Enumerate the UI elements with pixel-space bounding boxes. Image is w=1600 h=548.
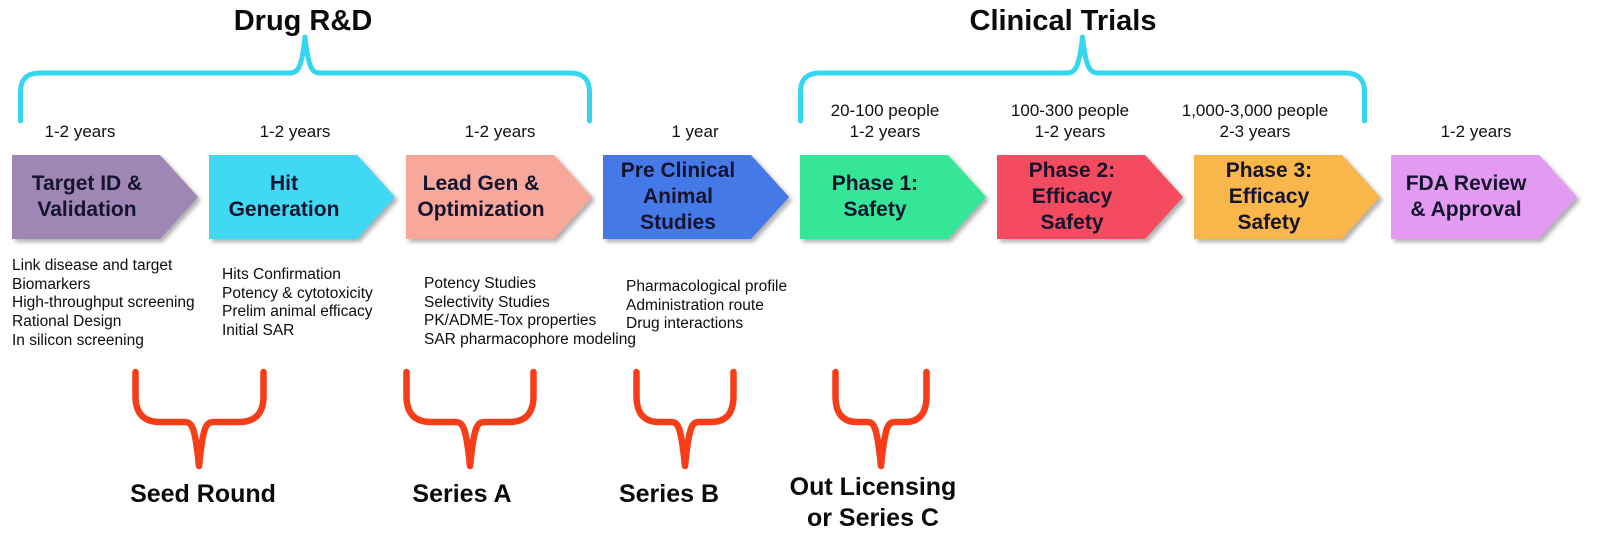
stage-meta-preclinical: 1 year (585, 96, 805, 142)
stage-meta-phase1: 20-100 people 1-2 years (775, 96, 995, 142)
stage-arrow-fda-review-approval: FDA Review & Approval (1391, 155, 1577, 239)
stage-duration: 1-2 years (464, 122, 536, 141)
stage-meta-hit-generation: 1-2 years (185, 96, 405, 142)
funding-label-seed-round: Seed Round (130, 480, 276, 508)
activities-hit-generation: Hits Confirmation Potency & cytotoxicity… (222, 266, 373, 340)
stage-meta-fda: 1-2 years (1366, 96, 1586, 142)
stage-duration: 1-2 years (44, 122, 116, 141)
stage-arrow-target-id-validation: Target ID & Validation (12, 155, 198, 239)
stage-meta-lead-gen: 1-2 years (390, 96, 610, 142)
stage-people: 20-100 people (830, 101, 940, 120)
funding-label-out-licensing-series-c: Out Licensing or Series C (789, 473, 957, 532)
stage-meta-phase3: 1,000-3,000 people 2-3 years (1145, 96, 1365, 142)
clinical-trials-brace (798, 34, 1367, 124)
stage-duration: 1 year (671, 122, 719, 141)
funding-label-series-a: Series A (412, 480, 512, 508)
stage-arrow-label: Phase 3: Efficacy Safety (1194, 155, 1380, 239)
stage-meta-target-id: 1-2 years (0, 96, 190, 142)
activities-target-id-validation: Link disease and target Biomarkers High-… (12, 257, 195, 349)
funding-label-series-b: Series B (618, 480, 720, 508)
stage-arrow-label: Pre Clinical Animal Studies (603, 155, 789, 239)
stage-arrow-label: Lead Gen & Optimization (406, 155, 592, 239)
stage-arrow-preclinical-animal-studies: Pre Clinical Animal Studies (603, 155, 789, 239)
series-b-brace (633, 368, 737, 470)
stage-arrow-phase3-efficacy-safety: Phase 3: Efficacy Safety (1194, 155, 1380, 239)
stage-people: 1,000-3,000 people (1181, 101, 1329, 120)
drug-rd-brace (18, 34, 592, 124)
activities-preclinical-animal-studies: Pharmacological profile Administration r… (626, 278, 788, 333)
stage-arrow-label: Phase 2: Efficacy Safety (997, 155, 1183, 239)
stage-duration: 1-2 years (1440, 122, 1512, 141)
stage-arrow-label: Phase 1: Safety (800, 155, 986, 239)
clinical-trials-title: Clinical Trials (969, 5, 1157, 37)
stage-arrow-hit-generation: Hit Generation (209, 155, 395, 239)
stage-arrow-label: FDA Review & Approval (1391, 155, 1577, 239)
activities-lead-gen-optimization: Potency Studies Selectivity Studies PK/A… (424, 275, 636, 349)
drug-rd-title: Drug R&D (233, 5, 373, 37)
stage-arrow-label: Hit Generation (209, 155, 395, 239)
stage-meta-phase2: 100-300 people 1-2 years (960, 96, 1180, 142)
stage-arrow-phase1-safety: Phase 1: Safety (800, 155, 986, 239)
stage-people: 100-300 people (1010, 101, 1130, 120)
stage-duration: 1-2 years (1034, 122, 1106, 141)
stage-duration: 2-3 years (1219, 122, 1291, 141)
series-a-brace (403, 368, 537, 470)
seed-round-brace (132, 368, 267, 470)
stage-arrow-label: Target ID & Validation (12, 155, 198, 239)
stage-arrow-lead-gen-optimization: Lead Gen & Optimization (406, 155, 592, 239)
stage-arrow-phase2-efficacy-safety: Phase 2: Efficacy Safety (997, 155, 1183, 239)
stage-duration: 1-2 years (849, 122, 921, 141)
stage-duration: 1-2 years (259, 122, 331, 141)
out-licensing-brace (832, 368, 930, 470)
